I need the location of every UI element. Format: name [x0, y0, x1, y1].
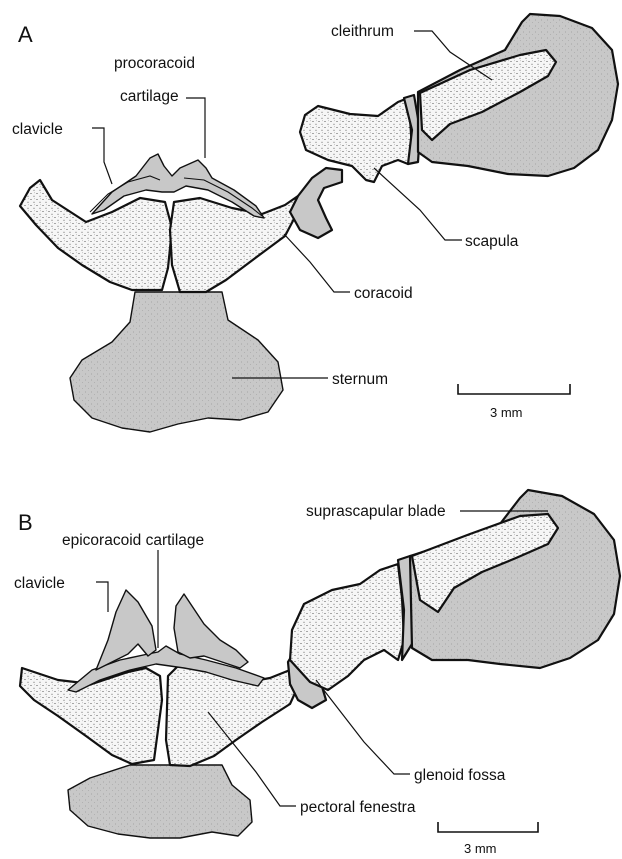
label-sternum-a: sternum	[332, 371, 388, 388]
label-scapula-a: scapula	[465, 233, 519, 250]
panel-a-letter: A	[18, 22, 33, 47]
scapula-b	[290, 564, 404, 690]
label-epicoracoid-cartilage-b: epicoracoid cartilage	[62, 532, 204, 549]
leader-glenoid-b	[316, 680, 410, 774]
leader-procoracoid-a	[186, 98, 205, 158]
sternum-b	[68, 765, 252, 838]
leader-clavicle-a	[92, 128, 112, 184]
leader-clavicle-b	[96, 582, 108, 612]
scale-bar-label-b: 3 mm	[464, 841, 497, 856]
label-clavicle-a: clavicle	[12, 121, 63, 138]
sternum-a	[70, 292, 283, 432]
label-cleithrum-a: cleithrum	[331, 23, 394, 40]
label-procoracoid-a: procoracoid	[114, 55, 195, 72]
coracoid-left-a	[20, 180, 172, 290]
label-cartilage-a: cartilage	[120, 88, 179, 105]
label-glenoid-fossa-b: glenoid fossa	[414, 767, 506, 784]
panel-b-letter: B	[18, 510, 33, 535]
label-coracoid-a: coracoid	[354, 285, 413, 302]
label-suprascapular-blade-b: suprascapular blade	[306, 503, 446, 520]
scale-bar-a	[458, 384, 570, 394]
label-pectoral-fenestra-b: pectoral fenestra	[300, 799, 416, 816]
leader-coracoid-a	[284, 234, 350, 292]
panel-b: B suprascapular blade epicoracoid cartil…	[14, 490, 620, 856]
leader-scapula-a	[374, 168, 462, 240]
glenoid-a	[290, 168, 342, 238]
scapula-a	[300, 98, 412, 182]
panel-a: A procoracoid cartilage clavicle cleithr…	[12, 14, 618, 432]
coracoid-right-a	[170, 196, 298, 292]
scale-bar-label-a: 3 mm	[490, 405, 523, 420]
scale-bar-b	[438, 822, 538, 832]
label-clavicle-b: clavicle	[14, 575, 65, 592]
